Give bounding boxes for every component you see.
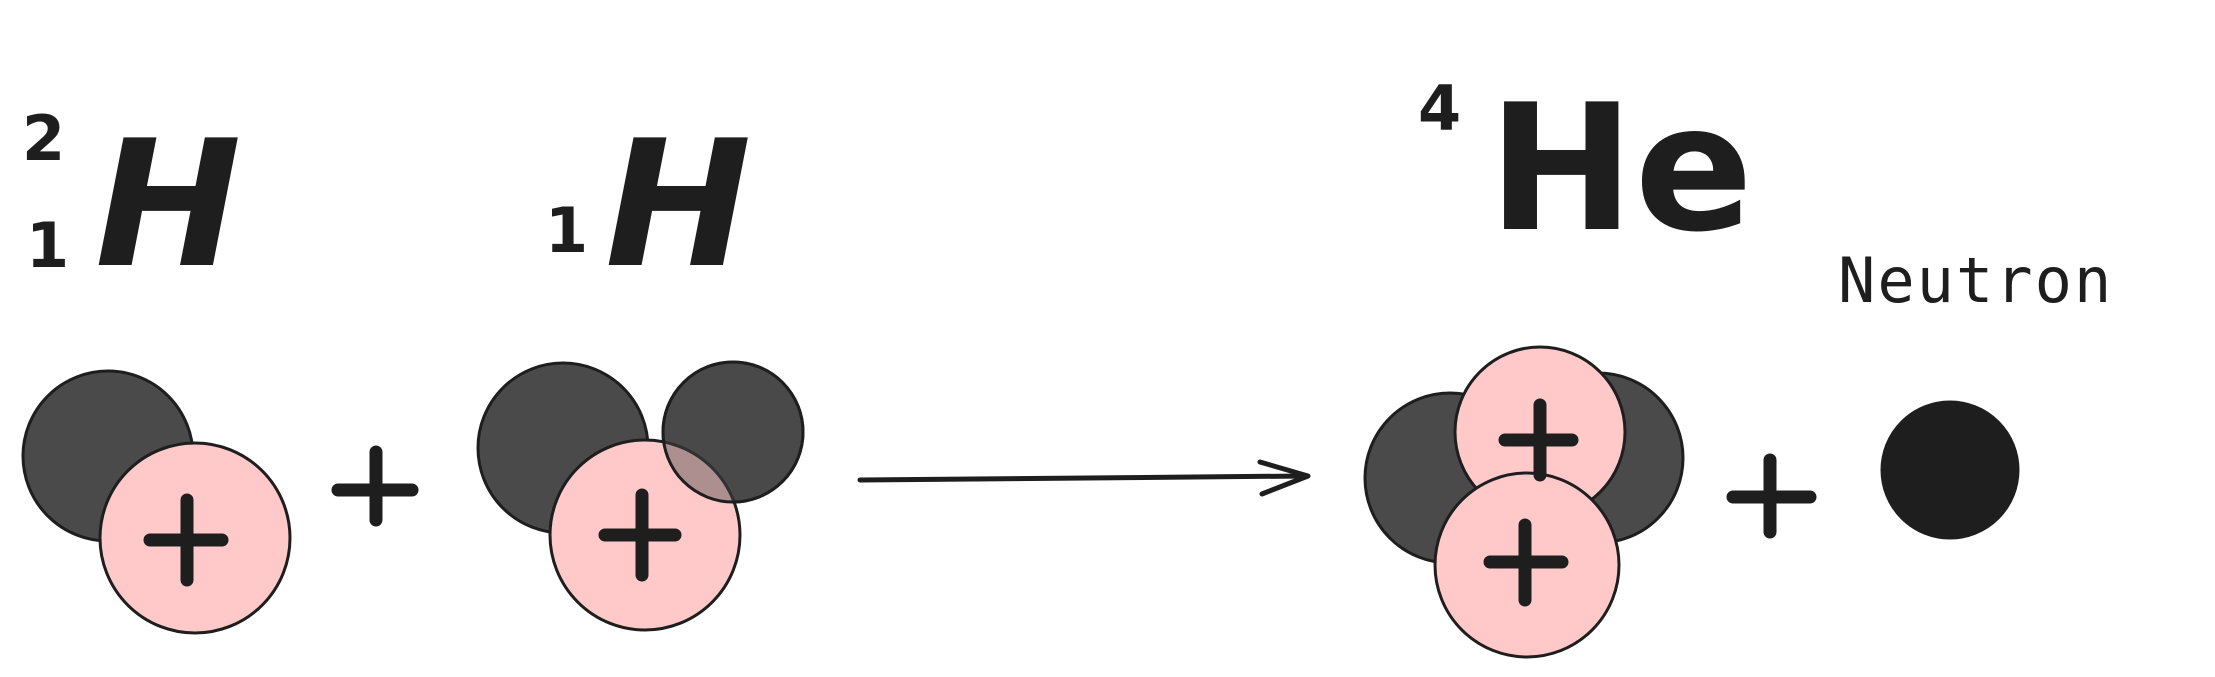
neutron-label: Neutron <box>1838 244 2114 317</box>
proton-charge-icon <box>143 493 229 587</box>
deuterium-symbol: H <box>95 104 242 307</box>
helium-symbol: He <box>1488 68 1754 271</box>
deuterium-atomic-number: 1 <box>26 209 70 282</box>
free-neutron <box>1880 400 2020 540</box>
plus-operator-1 <box>331 445 419 527</box>
arrow-right-icon <box>857 459 1311 497</box>
deuterium-mass-number: 2 <box>22 102 66 175</box>
deuterium-nucleus <box>21 369 292 635</box>
proton-charge-icon <box>598 488 682 582</box>
hydrogen-atomic-number: 1 <box>545 194 589 267</box>
helium-mass-number: 4 <box>1418 72 1462 145</box>
second-nucleus-neutron-overlap <box>661 360 805 504</box>
helium-nucleus <box>1363 345 1685 659</box>
proton-charge-icon <box>1498 398 1579 482</box>
hydrogen-symbol: H <box>605 104 752 307</box>
plus-operator-2 <box>1726 453 1817 539</box>
proton-charge-icon <box>1483 518 1569 607</box>
second-nucleus <box>476 360 805 632</box>
